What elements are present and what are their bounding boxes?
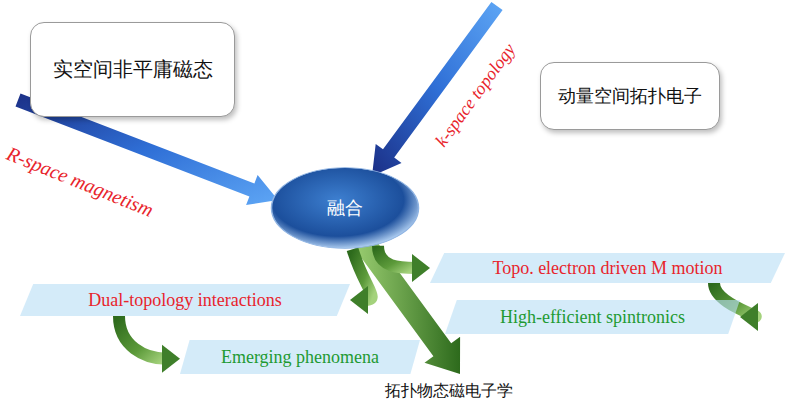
connector-path — [119, 316, 166, 359]
connector-arrow — [378, 246, 430, 282]
node-text: Emerging phenomena — [221, 347, 379, 368]
node-text: 融合 — [327, 196, 363, 220]
band-panel: Topo. electron driven M motion — [430, 253, 785, 283]
node-text: 实空间非平庸磁态 — [53, 56, 213, 83]
arrow-head — [162, 345, 180, 373]
node-text: 动量空间拓扑电子 — [558, 84, 702, 108]
band-fill — [20, 284, 350, 316]
band-fill — [180, 340, 420, 374]
arrow-head — [350, 286, 368, 314]
rounded-box: 动量空间拓扑电子 — [540, 62, 720, 130]
arrow-head — [740, 303, 758, 331]
node-text: Topo. electron driven M motion — [492, 258, 722, 279]
fusion-ellipse: 融合 — [270, 166, 420, 250]
ellipse-fill — [272, 168, 419, 249]
band-panel: Emerging phenomena — [180, 340, 420, 374]
result-label: 拓扑物态磁电子学 — [385, 381, 513, 402]
connector-arrow — [119, 316, 180, 373]
connector-arrow — [350, 249, 372, 314]
node-text: Dual-topology interactions — [88, 290, 281, 311]
band-panel: Dual-topology interactions — [20, 284, 350, 316]
band-fill — [430, 253, 785, 283]
rounded-box: 实空间非平庸磁态 — [30, 22, 235, 117]
band-panel: High-efficient spintronics — [445, 300, 740, 334]
band-fill — [445, 300, 740, 334]
axis-label: R-space magnetism — [3, 142, 156, 222]
node-text: High-efficient spintronics — [500, 307, 685, 328]
arrow-head — [412, 254, 430, 282]
axis-label: k-space topology — [431, 40, 520, 151]
connector-path — [378, 246, 416, 268]
